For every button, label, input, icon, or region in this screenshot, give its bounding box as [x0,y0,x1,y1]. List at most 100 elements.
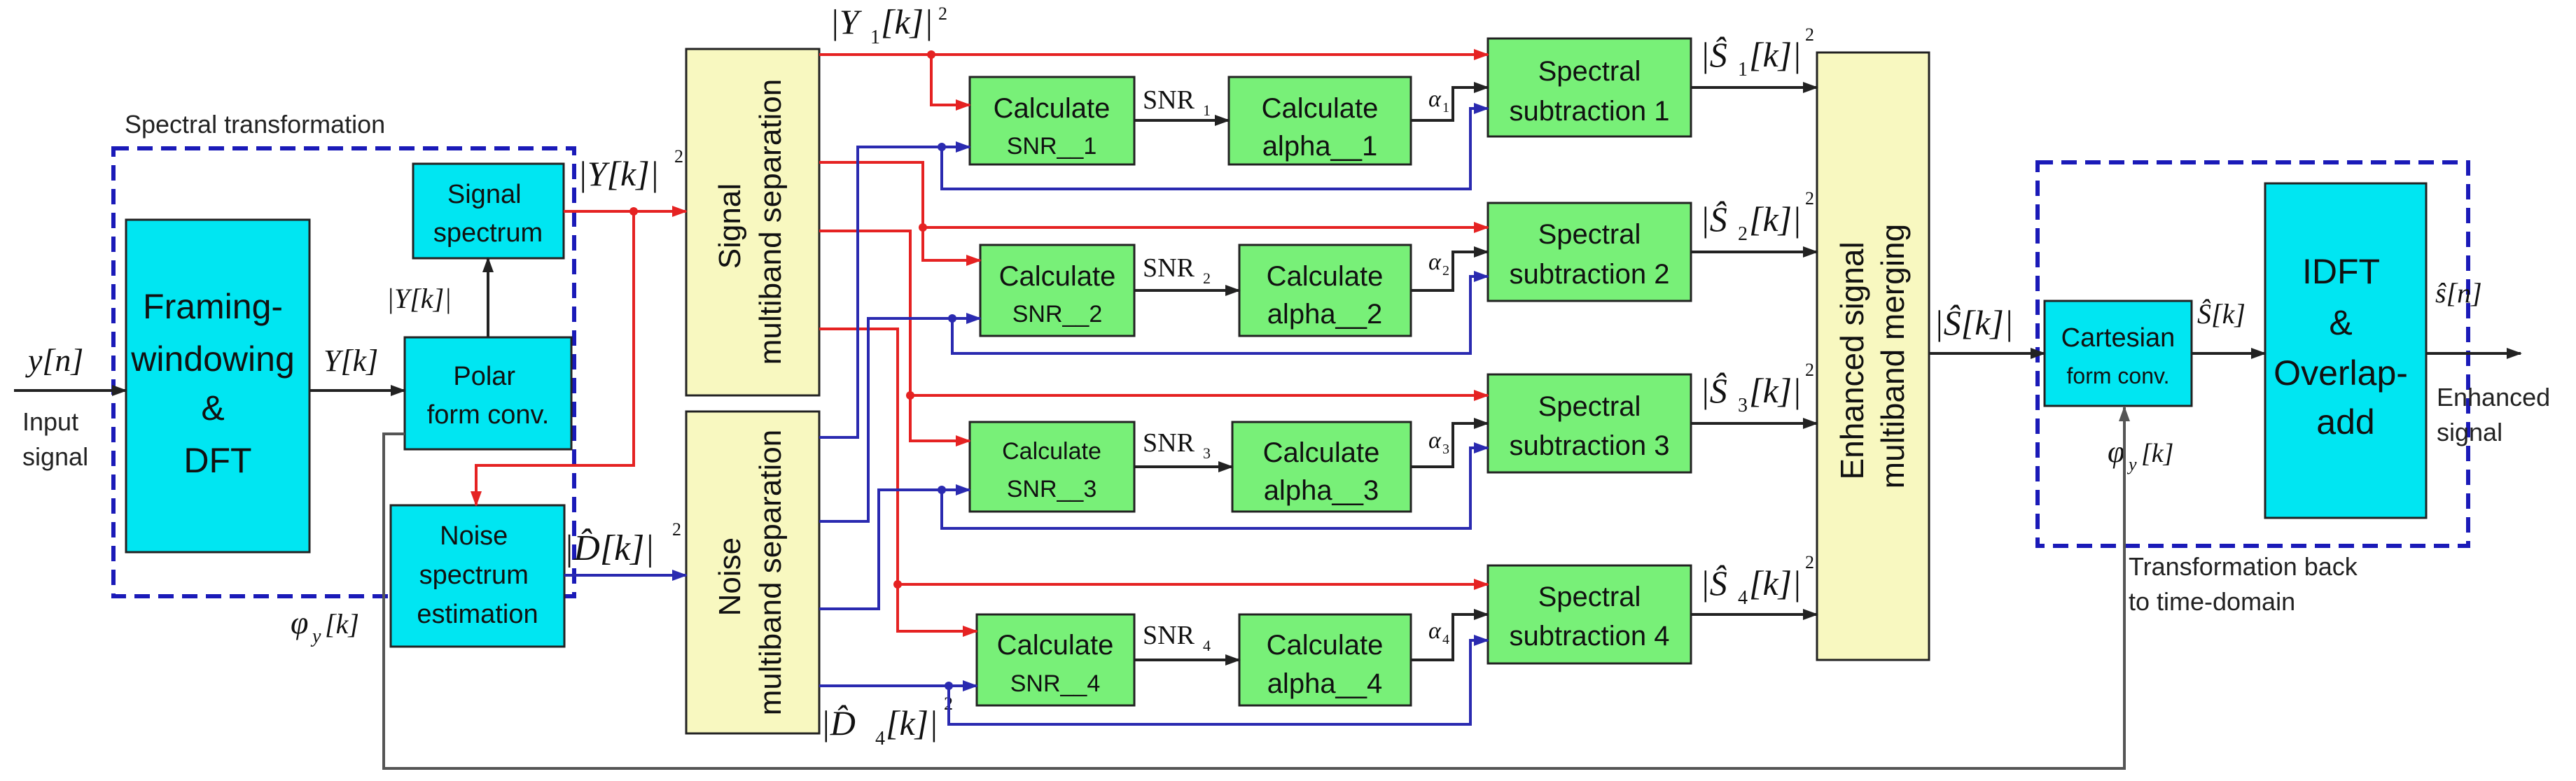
connections [14,49,2522,770]
svg-text:Framing- windowing &: Framing- windowing & DFT [130,287,304,480]
calc-snr-2-label: Calculate [999,261,1116,292]
noise-sep-label-2: multiband separation [753,430,788,715]
cartesian-label-1: Cartesian [2061,323,2175,353]
Y1-rest: [k]| [881,2,933,41]
calc-snr-3-label: Calculate [1002,438,1101,465]
phi-y-right-label: φ [2108,435,2124,469]
noise-est-label-1: Noise [440,521,508,551]
Y-k-squared-label: |Y[k]| [578,154,659,193]
svg-text:Calculate: Calculate [994,93,1111,124]
calc-alpha-1-label: Calculate [1262,93,1379,124]
alpha4-to-sub4 [1411,609,1489,661]
alpha-sub-3: 3 [1442,442,1449,457]
snr-label-4: SNR [1143,621,1195,650]
calculate-snr-1-block: Calculate SNR__1 [968,76,1136,166]
framing-label-4: DFT [183,441,251,480]
S1-rest: [k]| [1749,35,1802,74]
sub-1-label: subtraction 1 [1509,96,1669,127]
cartesian-form-conversion-block [2043,300,2193,407]
framing-label-2: windowing [130,339,294,379]
S3-rest: [k]| [1749,371,1802,410]
sub-2-label: subtraction 2 [1509,259,1669,290]
alpha1-to-sub1 [1411,82,1489,122]
spectral-transformation-label: Spectral transformation [125,110,385,139]
noise-band1-to-snr1 [819,141,971,439]
sub-4-label: subtraction 4 [1509,621,1669,652]
signal-sep-label-1: Signal [713,183,747,269]
alpha3-to-sub3 [1411,418,1489,468]
snr-sub-3: 3 [1203,444,1211,462]
spectral-2-label: Spectral [1538,219,1641,250]
calculate-snr-2-block: Calculate SNR__2 [979,244,1136,337]
idft-label-4: add [2316,402,2374,442]
signal-multiband-separation-block [685,48,821,397]
spectral-subtraction-3-block: Spectral subtraction 3 [1487,373,1692,474]
S3-exp: 2 [1805,360,1814,380]
merge-label-1: Enhanced signal [1834,241,1870,479]
s-hat-n-label: ŝ[n] [2435,277,2482,309]
spectral-3-label: Spectral [1538,391,1641,422]
calculate-alpha-1-block: Calculate alpha__1 [1227,76,1412,166]
Y1-exp: 2 [938,3,947,24]
S3-sub: 3 [1738,395,1748,416]
alpha-3-label: alpha__3 [1264,475,1379,506]
enhanced-label-2: signal [2437,418,2502,446]
noise-band1-to-sub1 [940,103,1489,190]
phase-line [382,406,2130,770]
D4-rest: [k]| [886,703,938,743]
idft-overlap-add-block [2264,182,2428,519]
polar-label-2: form conv. [427,400,550,430]
noise-sep-label-1: Noise [713,537,747,617]
svg-text:IDFT & Overlap- ad: IDFT & Overlap- add [2274,252,2418,442]
idft-label-2: & [2329,303,2352,342]
framing-label-1: Framing- [143,287,283,326]
D-k-squared-exp: 2 [672,519,681,540]
snr-label-3: SNR [1143,428,1195,458]
input-label-2: signal [22,442,88,471]
noise-band2-to-sub2 [951,271,1489,355]
calc-alpha-4-label: Calculate [1267,630,1384,661]
svg-text:Signal spectrum: Signal spectrum [433,180,543,248]
S4-exp: 2 [1805,552,1814,572]
alpha-sub-4: 4 [1442,632,1449,647]
S4-label: |Ŝ [1700,563,1727,603]
idft-label-1: IDFT [2302,252,2380,291]
signal-band3-to-snr3 [819,230,971,446]
noise-est-label-3: estimation [417,600,538,629]
Y1-label: |Y [830,2,863,41]
signal-spectrum-label-2: spectrum [433,218,543,248]
svg-text:Noise multiband separation: Noise multiband separation [713,430,788,715]
phi-y-label: φ [291,605,308,640]
calculate-snr-3-block: Calculate SNR__3 [968,421,1136,513]
D-k-squared-label: |D̂[k]| [564,528,655,568]
snr-3-label: SNR__3 [1007,476,1097,502]
phi-y-right-sub: y [2126,454,2137,474]
S3-label: |Ŝ [1700,371,1727,410]
alpha-4-label: alpha__4 [1267,668,1383,699]
snr-2-label: SNR__2 [1012,301,1103,328]
sub-3-label: subtraction 3 [1509,430,1669,461]
S4-sub: 4 [1738,587,1748,609]
spectral-subtraction-2-block: Spectral subtraction 2 [1487,202,1692,302]
alpha-label-2: α [1428,249,1442,275]
Y1-sub: 1 [870,27,880,48]
calc-snr-1-label: Calculate [994,93,1111,124]
alpha-sub-2: 2 [1442,263,1449,279]
S2-rest: [k]| [1749,199,1802,239]
noise-band2-to-snr2 [819,313,982,523]
snr-sub-2: 2 [1203,269,1211,287]
noise-band3-to-snr3 [819,484,971,610]
alpha-sub-1: 1 [1442,100,1449,115]
phi-y-k: [k] [325,608,359,640]
spectral-subtraction-1-block: Spectral subtraction 1 [1487,37,1692,138]
framing-windowing-dft-block [125,218,311,554]
snr-1-label: SNR__1 [1007,133,1097,160]
D4-label: |D̂ [821,703,856,743]
polar-label-1: Polar [453,362,515,391]
alpha-2-label: alpha__2 [1267,299,1383,330]
framing-label-3: & [201,388,224,428]
calculate-alpha-2-block: Calculate alpha__2 [1238,244,1412,337]
junction-dots [629,50,956,690]
S1-label: |Ŝ [1700,35,1727,74]
snr-4-label: SNR__4 [1010,670,1101,697]
